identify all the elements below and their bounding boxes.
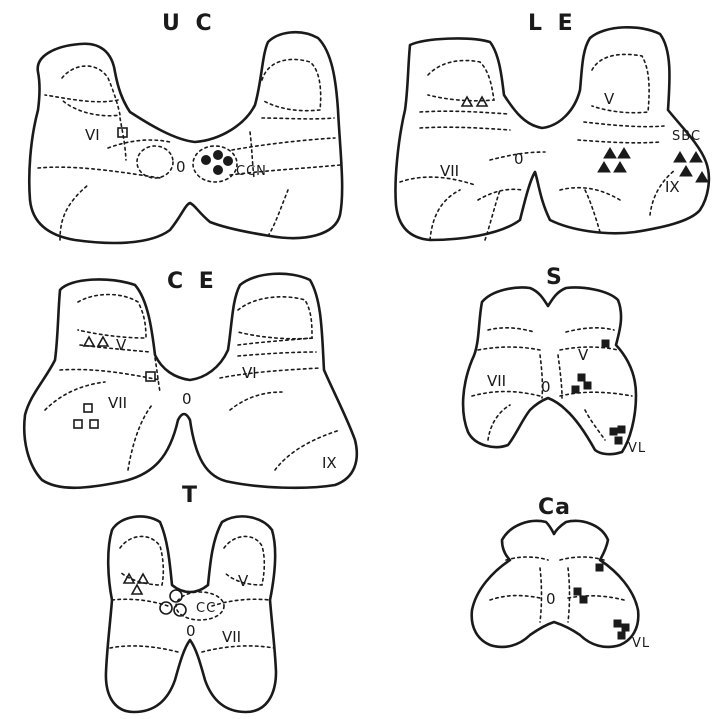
panel-s: S V VII 0 VL xyxy=(463,265,646,456)
panel-t-label-cc: CC xyxy=(196,601,216,616)
open-triangle-marker xyxy=(477,97,487,106)
panel-le-label-vii: VII xyxy=(440,162,459,180)
filled-circle-marker xyxy=(214,151,223,160)
filled-square-marker xyxy=(596,564,603,571)
filled-triangle-marker xyxy=(618,148,630,158)
panel-ce-title: C E xyxy=(167,269,218,294)
filled-circle-marker xyxy=(214,166,223,175)
panel-s-label-vl: VL xyxy=(628,441,646,456)
panel-ca-central-canal: 0 xyxy=(546,590,556,608)
panel-t-outline xyxy=(106,516,276,712)
panel-s-central-canal: 0 xyxy=(541,378,551,396)
panel-uc-label-ccn: CCN xyxy=(236,164,267,179)
panel-uc-title: U C xyxy=(162,11,216,36)
panel-ca-title: Ca xyxy=(538,495,571,520)
panel-s-title: S xyxy=(546,265,566,290)
open-triangle-marker xyxy=(132,585,142,594)
panel-ce-laminae xyxy=(45,295,340,471)
panel-uc-laminae xyxy=(38,59,340,240)
panel-t: T V VII 0 CC xyxy=(106,483,276,712)
panel-t-central-canal: 0 xyxy=(186,622,196,640)
filled-triangle-marker xyxy=(696,172,708,182)
filled-square-marker xyxy=(618,632,625,639)
filled-square-marker xyxy=(572,386,579,393)
filled-square-marker xyxy=(602,340,609,347)
filled-square-marker xyxy=(615,437,622,444)
panel-t-title: T xyxy=(182,483,201,508)
panel-ca-laminae xyxy=(490,557,624,622)
panel-ce-label-ix: IX xyxy=(322,454,337,472)
panel-le-central-canal: 0 xyxy=(514,150,524,168)
panel-le-title: L E xyxy=(528,11,577,36)
open-triangle-marker xyxy=(84,337,94,346)
filled-square-marker xyxy=(618,426,625,433)
panel-uc-label-vi: VI xyxy=(85,126,100,144)
open-square-marker xyxy=(74,420,82,428)
panel-ca: Ca 0 VL xyxy=(472,495,650,651)
open-square-marker xyxy=(146,372,155,381)
panel-s-label-vii: VII xyxy=(487,372,506,390)
panel-le-label-ix: IX xyxy=(665,178,680,196)
panel-uc-outline xyxy=(29,32,342,243)
panel-uc-central-canal: 0 xyxy=(176,158,186,176)
panel-uc: U C VI 0 CCN xyxy=(29,11,342,243)
filled-triangle-marker xyxy=(598,162,610,172)
panel-ce: C E V VI VII 0 IX xyxy=(24,269,357,488)
filled-triangle-marker xyxy=(680,166,692,176)
filled-square-marker xyxy=(584,382,591,389)
filled-square-marker xyxy=(574,588,581,595)
filled-triangle-marker xyxy=(604,148,616,158)
panel-s-label-v: V xyxy=(578,346,589,364)
panel-ca-outline xyxy=(472,521,639,647)
panel-le-laminae xyxy=(400,54,675,240)
open-circle-marker xyxy=(170,590,182,602)
filled-circle-marker xyxy=(202,156,211,165)
filled-square-marker xyxy=(622,624,629,631)
panel-le-outline xyxy=(395,27,708,240)
open-triangle-marker xyxy=(98,337,108,346)
panel-t-label-vii: VII xyxy=(222,628,241,646)
filled-circle-marker xyxy=(224,157,233,166)
open-triangle-marker xyxy=(462,97,472,106)
panel-ca-label-vl: VL xyxy=(632,636,650,651)
panel-ce-central-canal: 0 xyxy=(182,390,192,408)
open-square-marker xyxy=(84,404,92,412)
filled-square-marker xyxy=(610,428,617,435)
panel-ce-label-vi: VI xyxy=(242,364,257,382)
panel-ce-outline xyxy=(24,274,357,488)
filled-triangle-marker xyxy=(690,152,702,162)
filled-square-marker xyxy=(614,620,621,627)
filled-square-marker xyxy=(580,596,587,603)
open-square-marker xyxy=(90,420,98,428)
panel-le-label-sbc: SBC xyxy=(672,129,701,144)
open-circle-marker xyxy=(160,602,172,614)
panel-ce-label-v: V xyxy=(116,336,127,354)
panel-t-label-v: V xyxy=(238,572,249,590)
panel-le: L E V VII 0 SBC IX xyxy=(395,11,708,240)
filled-triangle-marker xyxy=(674,152,686,162)
filled-triangle-marker xyxy=(614,162,626,172)
open-triangle-marker xyxy=(138,574,148,583)
panel-ce-label-vii: VII xyxy=(108,394,127,412)
panel-le-label-v: V xyxy=(604,90,615,108)
filled-square-marker xyxy=(578,374,585,381)
